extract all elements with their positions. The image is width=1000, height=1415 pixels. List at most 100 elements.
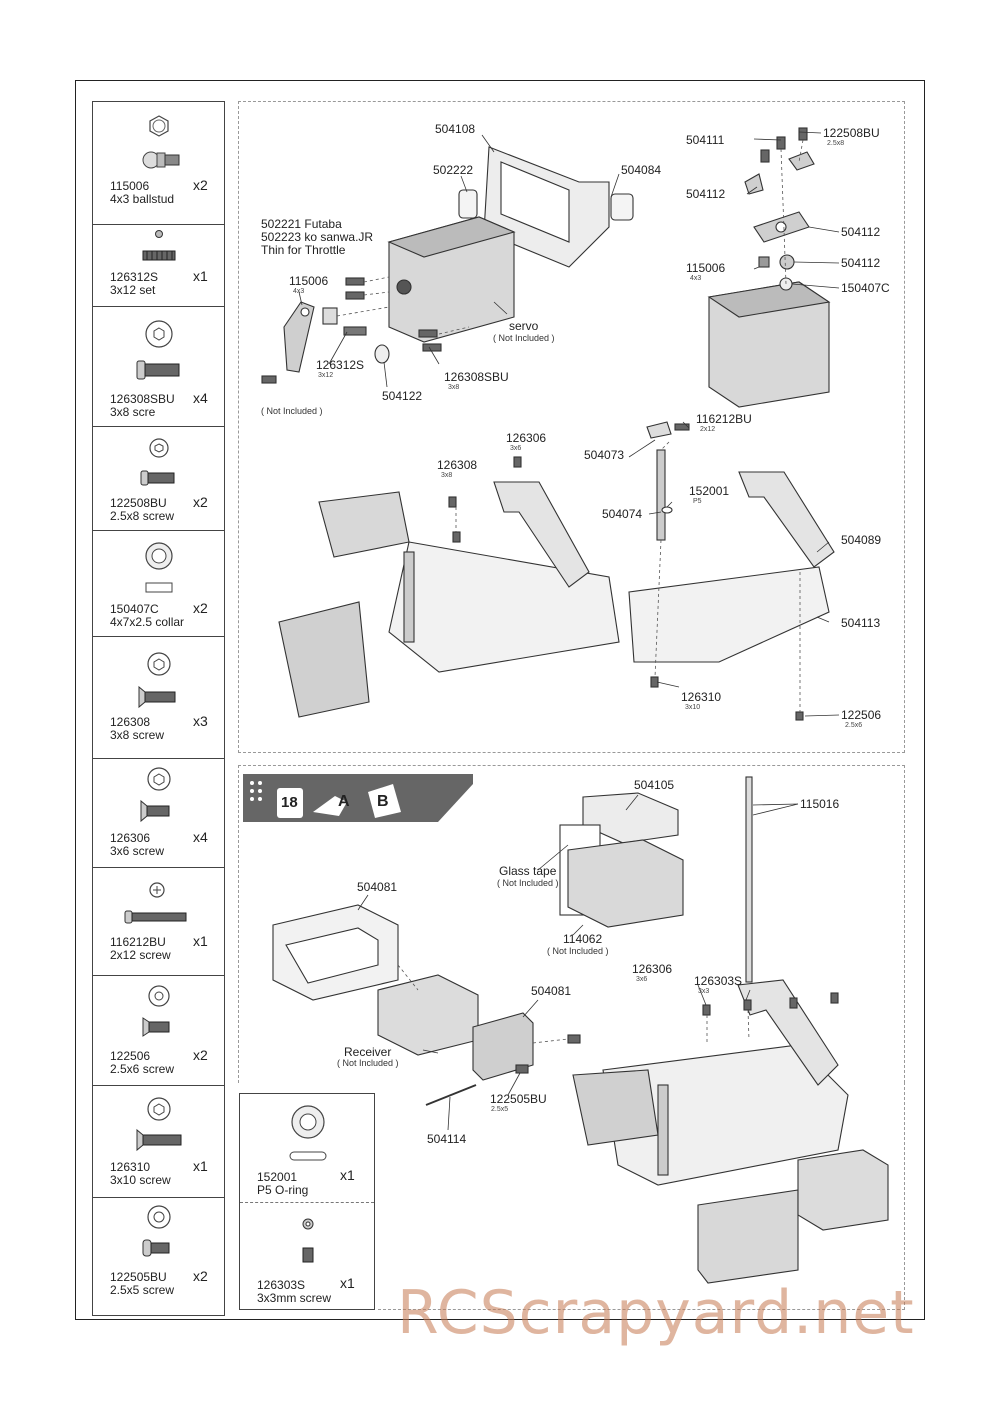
label-122508BU: 122508BU: [823, 126, 880, 140]
part-126306: 126306 3x6 screw x4: [93, 759, 224, 868]
note-tape-not-included: ( Not Included ): [497, 878, 559, 888]
set-screw-icon: [142, 230, 176, 261]
part-desc: 2.5x5 screw: [110, 1283, 175, 1297]
part-122505BU: 122505BU 2.5x5 screw x2: [93, 1198, 224, 1315]
step-banner-shape: [243, 774, 473, 822]
kit-code: 126303S: [257, 1278, 306, 1292]
part-qty: x1: [193, 268, 208, 284]
size-3x6-b: 3x6: [636, 976, 648, 983]
watermark: RCScrapyard.net: [397, 1278, 915, 1348]
kit-divider: [240, 1202, 374, 1203]
kit-part-152001: 152001 P5 O-ring x1: [240, 1094, 374, 1202]
label-504081-a: 504081: [357, 880, 398, 894]
label-126312S: 126312S: [316, 358, 365, 372]
label-receiver: Receiver: [344, 1045, 392, 1059]
flat-head-screw-icon: [136, 1097, 182, 1152]
label-servo-saver-2: 502223 ko sanwa.JR: [261, 230, 374, 244]
flat-head-screw-icon: [142, 985, 170, 1037]
parts-list: 115006 4x3 ballstud x2 126312S 3x12 set …: [92, 101, 225, 1316]
note-screw-not-included: ( Not Included ): [261, 406, 323, 416]
label-504113: 504113: [841, 616, 881, 630]
label-126306: 126306: [506, 431, 547, 445]
label-504081-b: 504081: [531, 984, 572, 998]
button-head-screw-icon: [140, 438, 175, 486]
label-504112-a: 504112: [686, 187, 726, 201]
size-2-5x5: 2.5x5: [491, 1106, 509, 1113]
flat-head-screw-icon: [138, 652, 176, 709]
part-code: 122505BU: [110, 1270, 167, 1284]
part-desc: 2.5x8 screw: [110, 509, 175, 523]
note-battery-not-included: ( Not Included ): [547, 946, 609, 956]
label-servo-saver-1: 502221 Futaba: [261, 217, 342, 231]
size-3x3: 3x3: [698, 988, 710, 995]
part-qty: x2: [193, 494, 208, 510]
part-desc: 3x8 screw: [110, 728, 165, 742]
part-desc: 3x12 set: [110, 283, 156, 297]
step-number: 18: [281, 794, 298, 811]
part-code: 150407C: [110, 602, 159, 616]
kit-code: 152001: [257, 1170, 298, 1184]
servo-mount-diagram: [261, 127, 840, 721]
label-504084: 504084: [621, 163, 662, 177]
part-desc: 2x12 screw: [110, 948, 171, 962]
label-504111: 504111: [686, 133, 725, 147]
part-122508BU: 122508BU 2.5x8 screw x2: [93, 427, 224, 531]
collar-icon: [145, 542, 173, 593]
part-code: 115006: [110, 179, 150, 193]
bottom-assembly-panel-lower: [378, 1082, 905, 1310]
part-code: 122508BU: [110, 496, 167, 510]
label-504089: 504089: [841, 533, 882, 547]
flat-head-screw-icon: [140, 767, 171, 823]
label-504108: 504108: [435, 122, 476, 136]
label-150407C: 150407C: [841, 281, 890, 295]
part-126310: 126310 3x10 screw x1: [93, 1086, 224, 1198]
part-code: 126310: [110, 1160, 151, 1174]
part-desc: 4x3 ballstud: [110, 192, 175, 206]
bottom-assembly-panel: [238, 765, 905, 1083]
label-122506: 122506: [841, 708, 882, 722]
size-3x8-a: 3x8: [448, 384, 460, 391]
size-4x3: 4x3: [293, 288, 305, 295]
part-code: 126308: [110, 715, 151, 729]
part-desc: 3x6 screw: [110, 844, 165, 858]
label-servo: servo: [509, 319, 539, 333]
label-115006-b: 115006: [686, 261, 726, 275]
size-P5: P5: [693, 498, 702, 505]
part-desc: 3x8 scre: [110, 405, 156, 419]
size-3x12: 3x12: [318, 372, 334, 379]
part-code: 126308SBU: [110, 392, 175, 406]
label-115006: 115006: [289, 274, 329, 288]
label-115016: 115016: [800, 797, 840, 811]
part-qty: x4: [193, 829, 208, 845]
label-504114: 504114: [427, 1132, 467, 1146]
label-504112-b: 504112: [841, 225, 881, 239]
part-code: 116212BU: [110, 935, 166, 949]
receiver-box-diagram: [272, 776, 889, 1284]
size-3x8-b: 3x8: [441, 472, 453, 479]
label-504122: 504122: [382, 389, 423, 403]
part-qty: x1: [193, 933, 208, 949]
phillips-screw-icon: [124, 882, 187, 924]
kit-desc: P5 O-ring: [257, 1183, 309, 1197]
kit-desc: 3x3mm screw: [257, 1291, 332, 1305]
bag-a-label: A: [338, 793, 350, 810]
part-desc: 2.5x6 screw: [110, 1062, 175, 1076]
part-qty: x2: [193, 177, 208, 193]
label-126308: 126308: [437, 458, 478, 472]
label-504112-c: 504112: [841, 256, 881, 270]
part-code: 126312S: [110, 270, 159, 284]
part-desc: 3x10 screw: [110, 1173, 171, 1187]
part-qty: x4: [193, 390, 208, 406]
label-116212BU: 116212BU: [696, 412, 752, 426]
part-116212BU: 116212BU 2x12 screw x1: [93, 868, 224, 976]
label-126303S: 126303S: [694, 974, 743, 988]
part-150407C: 150407C 4x7x2.5 collar x2: [93, 531, 224, 637]
label-152001: 152001: [689, 484, 730, 498]
label-126308SBU: 126308SBU: [444, 370, 509, 384]
label-502222: 502222: [433, 163, 474, 177]
o-ring-icon: [289, 1105, 327, 1161]
kit-qty: x1: [340, 1275, 355, 1291]
kit-qty: x1: [340, 1167, 355, 1183]
part-code: 126306: [110, 831, 151, 845]
part-126312S: 126312S 3x12 set x1: [93, 225, 224, 307]
